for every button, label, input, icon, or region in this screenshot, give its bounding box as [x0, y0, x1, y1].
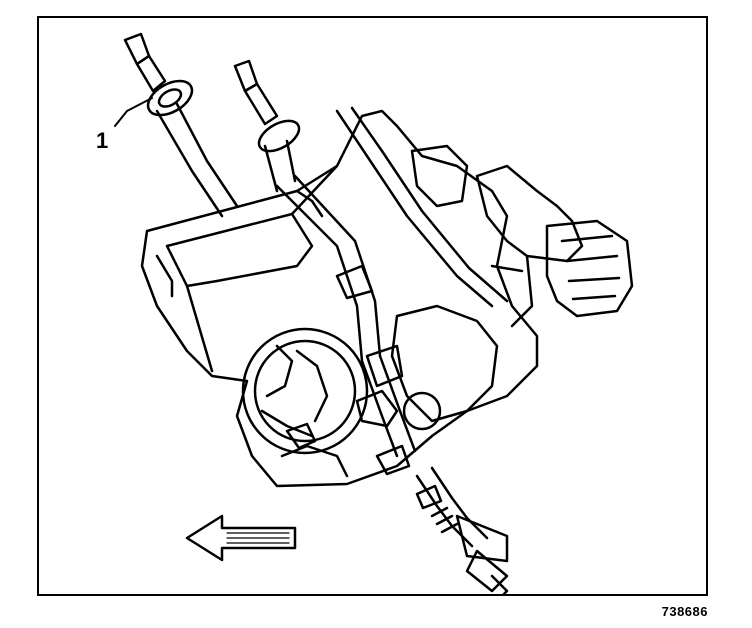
lower-housing	[335, 264, 499, 476]
left-arrow-icon	[185, 514, 297, 562]
steering-column-illustration	[114, 32, 634, 596]
column-housing	[140, 109, 539, 488]
callout-label-1: 1	[96, 128, 109, 153]
gear-disc	[241, 327, 399, 478]
upper-shafts	[123, 32, 301, 218]
callout-leader	[114, 97, 153, 127]
lower-shaft	[415, 466, 509, 596]
figure-id: 738686	[661, 604, 708, 619]
ignition-switch-connector	[410, 144, 634, 328]
tilt-band	[275, 106, 509, 458]
